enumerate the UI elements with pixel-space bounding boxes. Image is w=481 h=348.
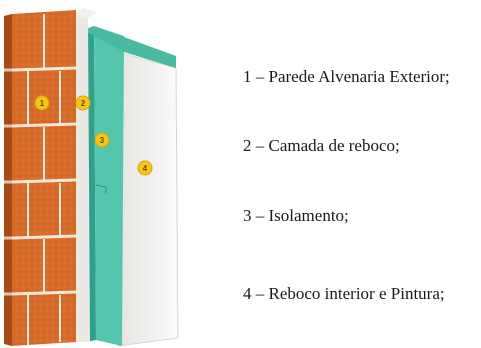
marker-2: 2 (75, 95, 91, 111)
brick-wall (4, 10, 77, 346)
marker-4: 4 (137, 160, 153, 176)
marker-1: 1 (34, 95, 50, 111)
legend-item-4: 4 – Reboco interior e Pintura; (243, 284, 445, 303)
marker-1-label: 1 (40, 99, 45, 108)
insulation-joint (95, 184, 107, 193)
marker-4-label: 4 (143, 164, 148, 173)
marker-2-label: 2 (81, 99, 86, 108)
wall-layers-diagram: 1 2 3 4 (4, 8, 179, 347)
legend-item-2: 2 – Camada de reboco; (243, 136, 400, 155)
insulation-top (84, 26, 176, 68)
plaster-top (72, 8, 96, 18)
marker-3-label: 3 (100, 136, 105, 145)
insulation-layer (94, 26, 124, 346)
legend-item-3: 3 – Isolamento; (243, 206, 349, 225)
marker-3: 3 (94, 132, 110, 148)
legend-item-1: 1 – Parede Alvenaria Exterior; (243, 67, 450, 86)
